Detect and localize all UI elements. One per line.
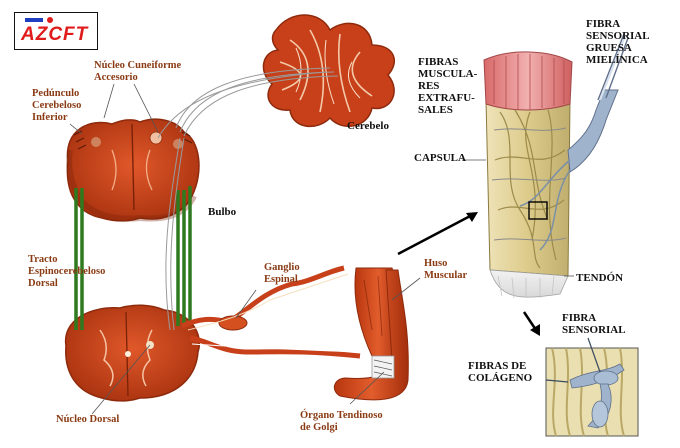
spinal-ganglion [180,265,361,359]
label-organo-golgi: Órgano Tendinoso de Golgi [300,410,383,433]
label-pedunculo: Pedúnculo Cerebeloso Inferior [32,88,82,123]
logo-mark [25,18,43,22]
label-capsula: CAPSULA [414,152,466,164]
label-bulbo: Bulbo [208,206,237,218]
collagen-detail [545,337,639,437]
zoom-arrow [397,212,478,256]
label-tendon: TENDÓN [576,272,624,284]
label-cerebelo: Cerebelo [347,120,389,132]
label-nucleo-dorsal: Núcleo Dorsal [56,414,120,425]
label-huso: Huso Muscular [424,258,468,281]
cerebellum-illustration [262,14,396,128]
leader-lines [69,83,574,415]
logo-dot [47,17,53,23]
dorsal-spinocerebellar-tract [74,186,192,330]
detail-arrow [522,311,540,336]
label-tracto: Tracto Espinocerebeloso Dorsal [28,254,106,289]
medulla-section [66,118,200,222]
label-ganglio: Ganglio Espinal [264,262,300,285]
label-fibras-colageno: FIBRAS DE COLÁGENO [468,360,533,384]
fibers-to-cerebellum [157,67,339,331]
site-logo: AZCFT [14,12,98,50]
muscle-spindle-detail [483,33,629,299]
label-fibra-sensorial-gruesa: FIBRA SENSORIAL GRUESA MIELÍNICA [586,18,650,66]
label-fibras-musculares: FIBRAS MUSCULA- RES EXTRAFU- SALES [418,56,478,116]
muscle-illustration [333,267,409,401]
label-nucleo-cuneiforme: Núcleo Cuneiforme Accesorio [94,60,182,83]
label-fibra-sensorial: FIBRA SENSORIAL [562,312,626,336]
logo-text: AZCFT [21,24,89,45]
